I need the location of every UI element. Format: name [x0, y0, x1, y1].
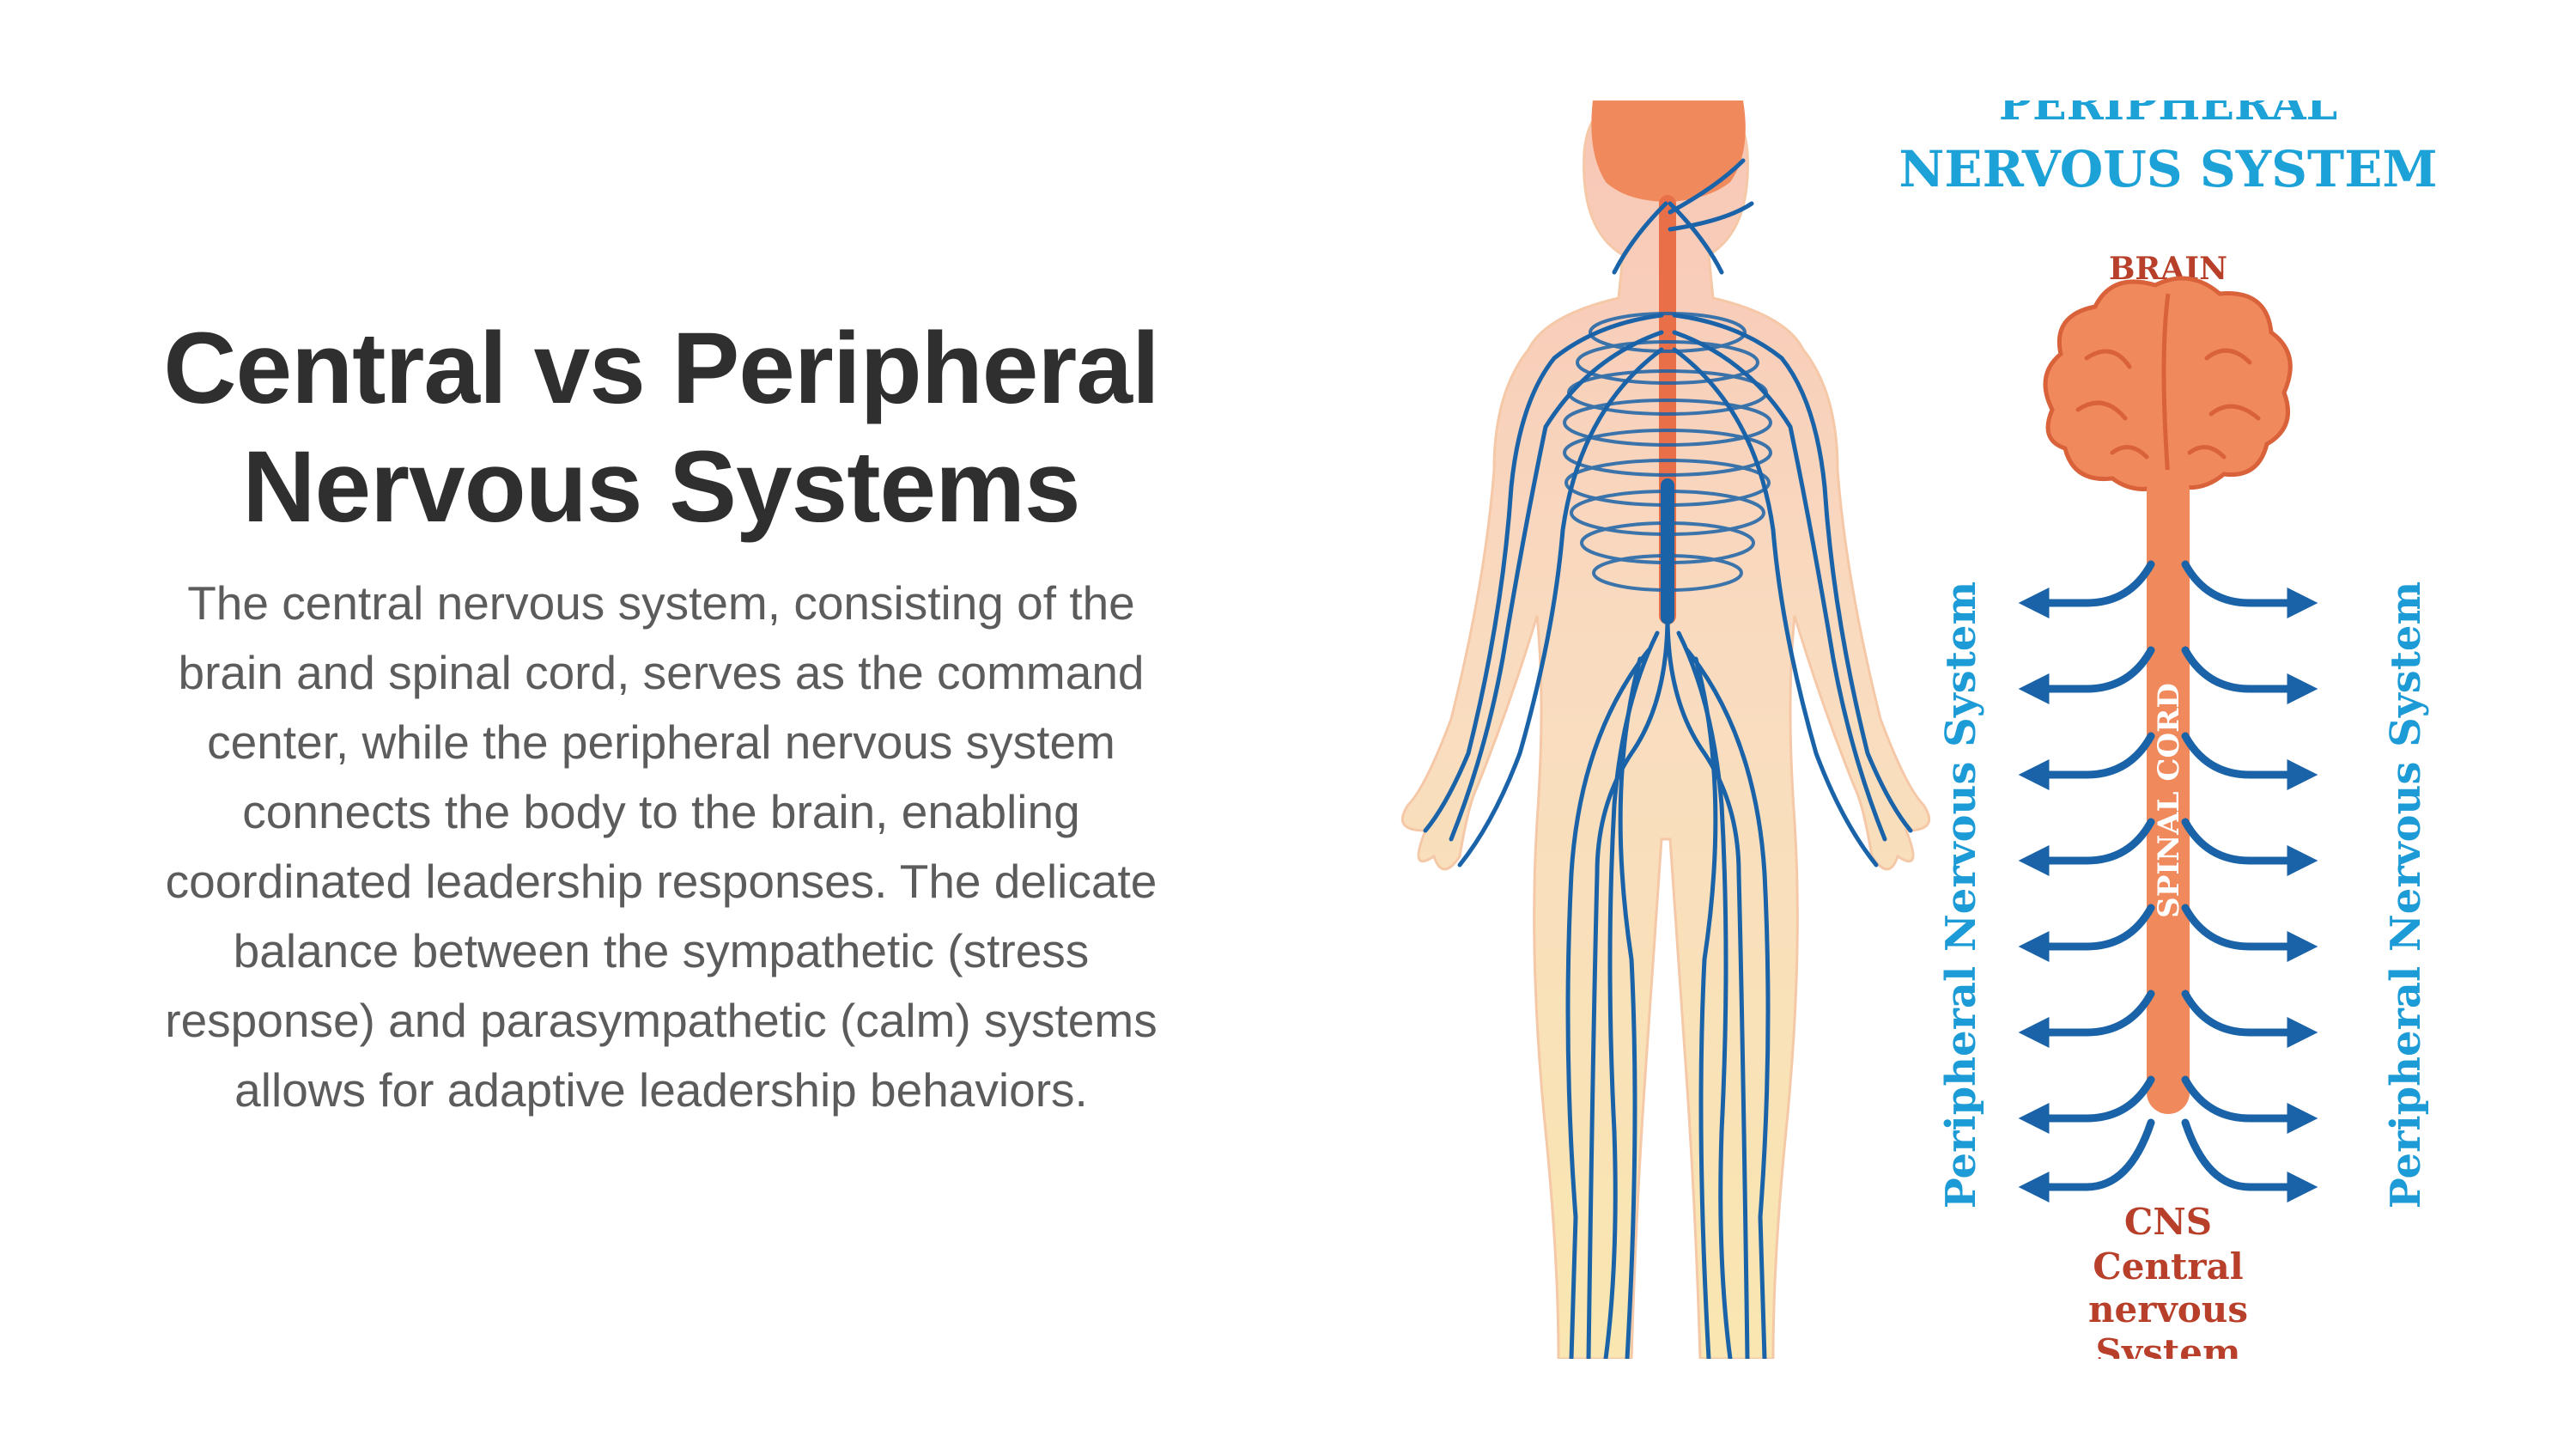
- body-line-8: allows for adaptive leadership behaviors…: [234, 1063, 1088, 1117]
- body-silhouette: [1400, 100, 1931, 1359]
- nervous-system-illustration: PERIPHERAL NERVOUS SYSTEM BRAIN SPINAL C…: [1374, 100, 2464, 1359]
- body-line-1: The central nervous system, consisting o…: [187, 576, 1135, 630]
- right-pns-label: Peripheral Nervous System: [2382, 581, 2430, 1209]
- cns-label-system: System: [2096, 1331, 2241, 1359]
- peripheral-arrows: [2018, 560, 2318, 1202]
- figure-header-line-1: PERIPHERAL: [1999, 100, 2337, 131]
- title-line-1: Central vs Peripheral: [163, 312, 1160, 425]
- cns-label: CNS: [2124, 1201, 2212, 1243]
- slide-title: Central vs Peripheral Nervous Systems: [103, 309, 1219, 546]
- spinal-cord-label: SPINAL CORD: [2152, 683, 2186, 918]
- body-line-2: brain and spinal cord, serves as the com…: [178, 646, 1145, 699]
- figure-header-line-2: NERVOUS SYSTEM: [1899, 140, 2437, 198]
- body-line-4: connects the body to the brain, enabling: [242, 785, 1080, 838]
- spinal-cord: [2147, 470, 2190, 1114]
- cns-label-central: Central: [2093, 1245, 2243, 1288]
- body-line-3: center, while the peripheral nervous sys…: [207, 715, 1115, 769]
- body-nerves: [1423, 158, 1913, 1359]
- body-line-6: balance between the sympathetic (stress: [233, 924, 1090, 977]
- schematic: PERIPHERAL NERVOUS SYSTEM BRAIN SPINAL C…: [1899, 100, 2437, 1359]
- title-line-2: Nervous Systems: [242, 430, 1080, 544]
- body-line-7: response) and parasympathetic (calm) sys…: [165, 994, 1157, 1047]
- head-brain: [1591, 100, 1746, 202]
- text-block: Central vs Peripheral Nervous Systems Th…: [103, 309, 1219, 1125]
- body-paragraph: The central nervous system, consisting o…: [103, 569, 1219, 1125]
- cns-label-nervous: nervous: [2088, 1288, 2248, 1330]
- body-line-5: coordinated leadership responses. The de…: [165, 855, 1157, 908]
- brain-icon: [2043, 276, 2293, 491]
- left-pns-label: Peripheral Nervous System: [1937, 581, 1985, 1209]
